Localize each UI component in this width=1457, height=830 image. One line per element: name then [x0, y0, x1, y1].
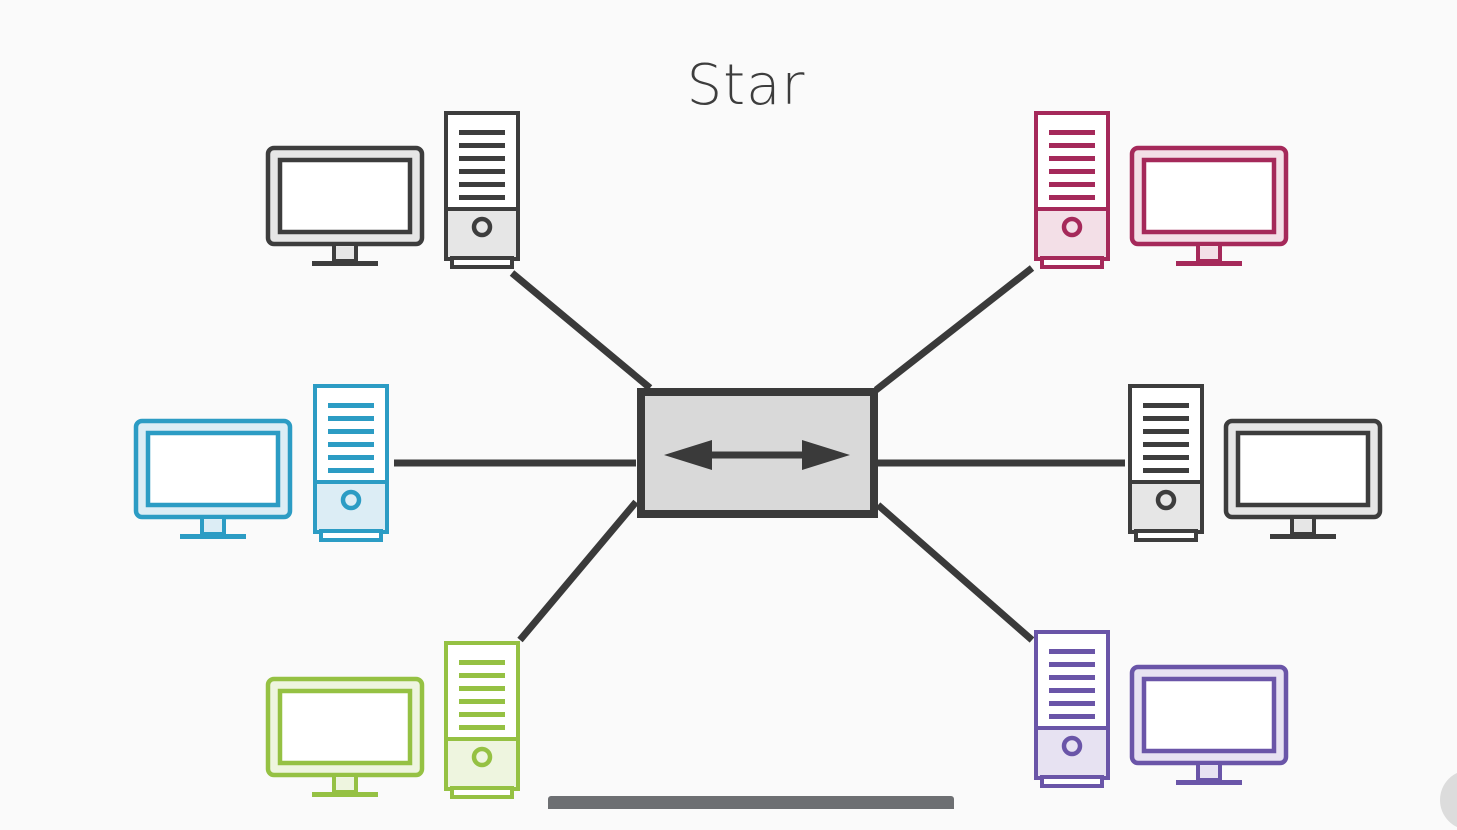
link-top-right [873, 265, 1035, 393]
computer-middle-right [1128, 384, 1383, 542]
computer-bottom-right [1034, 630, 1289, 788]
bidirectional-arrow-icon [664, 440, 850, 470]
computer-nodes [133, 111, 1383, 799]
monitor-icon [1129, 664, 1289, 785]
monitor-icon [265, 145, 425, 266]
tower-icon [1034, 630, 1110, 788]
connection-links [394, 265, 1125, 643]
tower-icon [444, 111, 520, 269]
link-top-left [509, 270, 653, 391]
diagram-title: Star [687, 53, 806, 118]
computer-bottom-left [265, 641, 520, 799]
star-topology-diagram: Star [133, 53, 1383, 799]
computer-top-right [1034, 111, 1289, 269]
monitor-icon [265, 676, 425, 797]
computer-middle-left [133, 384, 389, 542]
central-switch [637, 388, 878, 518]
monitor-icon [1129, 145, 1289, 266]
tower-icon [444, 641, 520, 799]
monitor-icon [1223, 418, 1383, 539]
tower-icon [1128, 384, 1204, 542]
link-bottom-right [875, 502, 1035, 643]
computer-top-left [265, 111, 520, 269]
monitor-icon [133, 418, 293, 539]
tower-icon [1034, 111, 1110, 269]
tower-icon [313, 384, 389, 542]
link-bottom-left [517, 499, 639, 643]
bottom-bar[interactable] [548, 796, 954, 809]
